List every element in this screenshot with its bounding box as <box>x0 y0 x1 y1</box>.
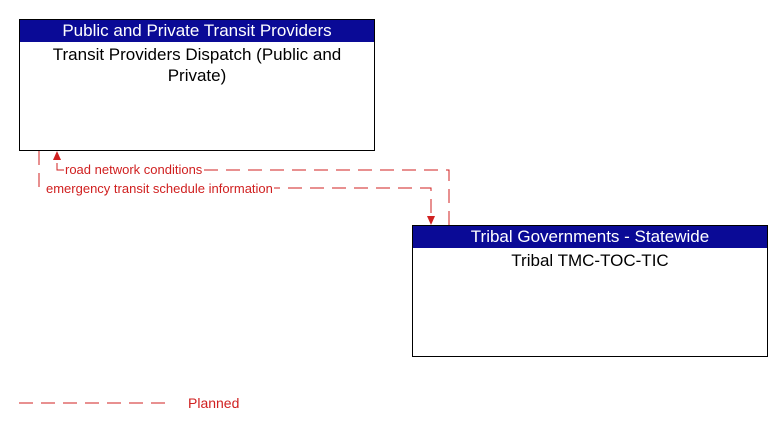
flow-label-road-network-conditions[interactable]: road network conditions <box>64 162 204 177</box>
flow-label-emergency-transit-schedule[interactable]: emergency transit schedule information <box>45 181 274 196</box>
flow-road-network-conditions-line[interactable] <box>56 160 450 225</box>
legend-planned-label: Planned <box>188 395 240 411</box>
node-group-header: Tribal Governments - Statewide <box>413 226 767 248</box>
node-group-header: Public and Private Transit Providers <box>20 20 374 42</box>
arrowhead-down <box>427 216 435 225</box>
tribal-tmc-toc-tic-node[interactable]: Tribal Governments - Statewide Tribal TM… <box>412 225 768 357</box>
node-element-name: Tribal TMC-TOC-TIC <box>511 251 669 270</box>
arrowhead-up <box>53 151 61 160</box>
node-element-name: Transit Providers Dispatch (Public and P… <box>52 45 342 85</box>
transit-providers-dispatch-node[interactable]: Public and Private Transit Providers Tra… <box>19 19 375 151</box>
